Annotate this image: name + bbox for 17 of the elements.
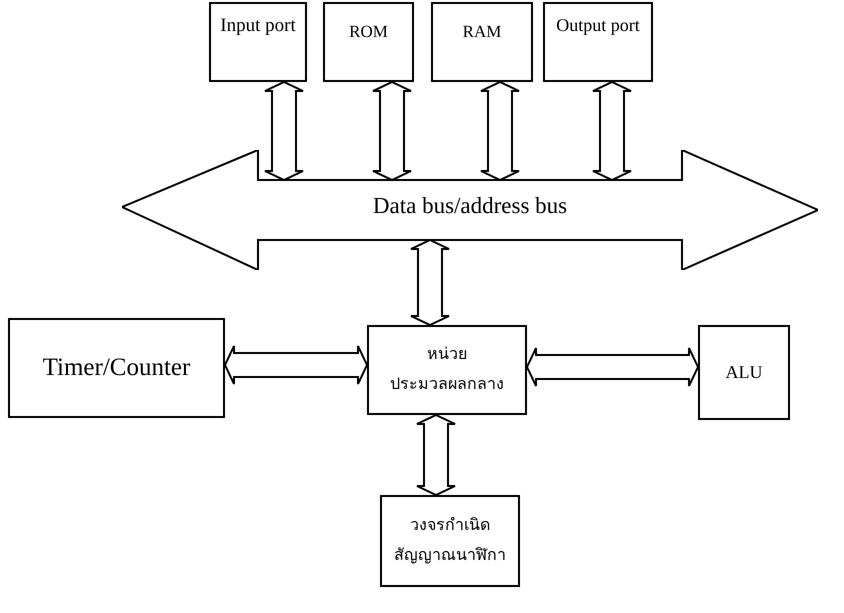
double-arrow xyxy=(526,347,700,387)
timer-box: Timer/Counter xyxy=(8,318,225,418)
memory-box: RAM xyxy=(431,2,533,82)
double-arrow xyxy=(416,414,456,496)
port-box: Output port xyxy=(543,2,653,82)
cpu-box: หน่วย ประมวลผลกลาง xyxy=(367,325,527,415)
alu-box: ALU xyxy=(698,325,790,420)
double-arrow xyxy=(372,80,412,182)
double-arrow xyxy=(224,345,368,385)
double-arrow xyxy=(592,80,632,182)
clock-box: วงจรกำเนิดสัญญาณนาฬิกา xyxy=(380,495,520,587)
double-arrow xyxy=(480,80,520,182)
double-arrow xyxy=(264,80,304,182)
double-arrow xyxy=(410,238,450,326)
bus-label: Data bus/address bus xyxy=(372,192,568,220)
port-box: Input port xyxy=(209,2,307,82)
memory-box: ROM xyxy=(323,2,414,82)
